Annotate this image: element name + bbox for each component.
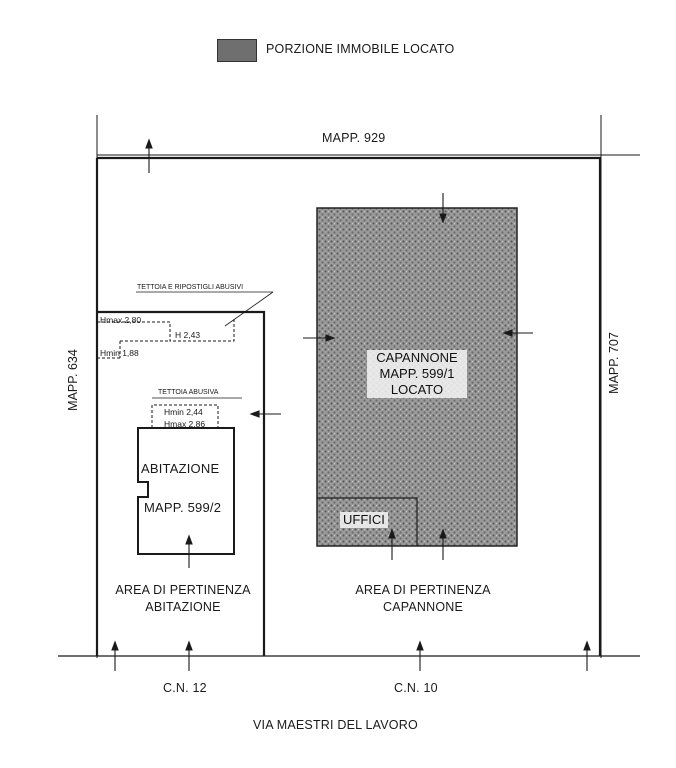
capannone-parcel: MAPP. 599/1 <box>379 366 455 381</box>
uffici-outline <box>317 497 418 546</box>
capannone-label: CAPANNONE MAPP. 599/1 LOCATO <box>367 350 467 398</box>
tettoia-abusiva-hmax: Hmax 2,86 <box>164 419 206 429</box>
area-capannone-line2: CAPANNONE <box>382 600 464 614</box>
tettoia-abusiva-title: TETTOIA ABUSIVA <box>158 389 219 396</box>
access-markers <box>111 138 591 671</box>
capannone-status: LOCATO <box>390 382 444 397</box>
legend-swatch <box>217 39 257 62</box>
abitazione-name: ABITAZIONE <box>141 461 220 476</box>
civic-number-12: C.N. 12 <box>163 681 207 695</box>
abitazione-footprint <box>137 427 235 555</box>
area-abitazione-line2: ABITAZIONE <box>145 600 221 614</box>
tettoia-abusiva-hmin: Hmin 2,44 <box>164 407 203 417</box>
abitazione-parcel: MAPP. 599/2 <box>144 500 222 515</box>
tettoia-ripostigli-title: TETTOIA E RIPOSTIGLI ABUSIVI <box>137 284 244 291</box>
tettoia-ripostigli-hmin: Hmin 1,88 <box>100 348 139 358</box>
street-name: VIA MAESTRI DEL LAVORO <box>253 718 418 732</box>
capannone-name: CAPANNONE <box>376 350 458 365</box>
area-capannone-line1: AREA DI PERTINENZA <box>355 583 491 597</box>
uffici-label: UFFICI <box>340 512 388 528</box>
civic-number-10: C.N. 10 <box>394 681 438 695</box>
legend-label: PORZIONE IMMOBILE LOCATO <box>266 42 455 56</box>
area-abitazione-line1: AREA DI PERTINENZA <box>115 583 251 597</box>
tettoia-ripostigli-h: H 2,43 <box>175 330 201 340</box>
parcel-north-label: MAPP. 929 <box>322 131 386 145</box>
tettoia-ripostigli-hmax: Hmax 2,80 <box>100 315 142 325</box>
parcel-west-label: MAPP. 634 <box>65 349 80 411</box>
property-boundaries <box>58 115 640 658</box>
tettoia-abusiva-outline <box>151 404 219 428</box>
parcel-east-label: MAPP. 707 <box>606 332 621 394</box>
